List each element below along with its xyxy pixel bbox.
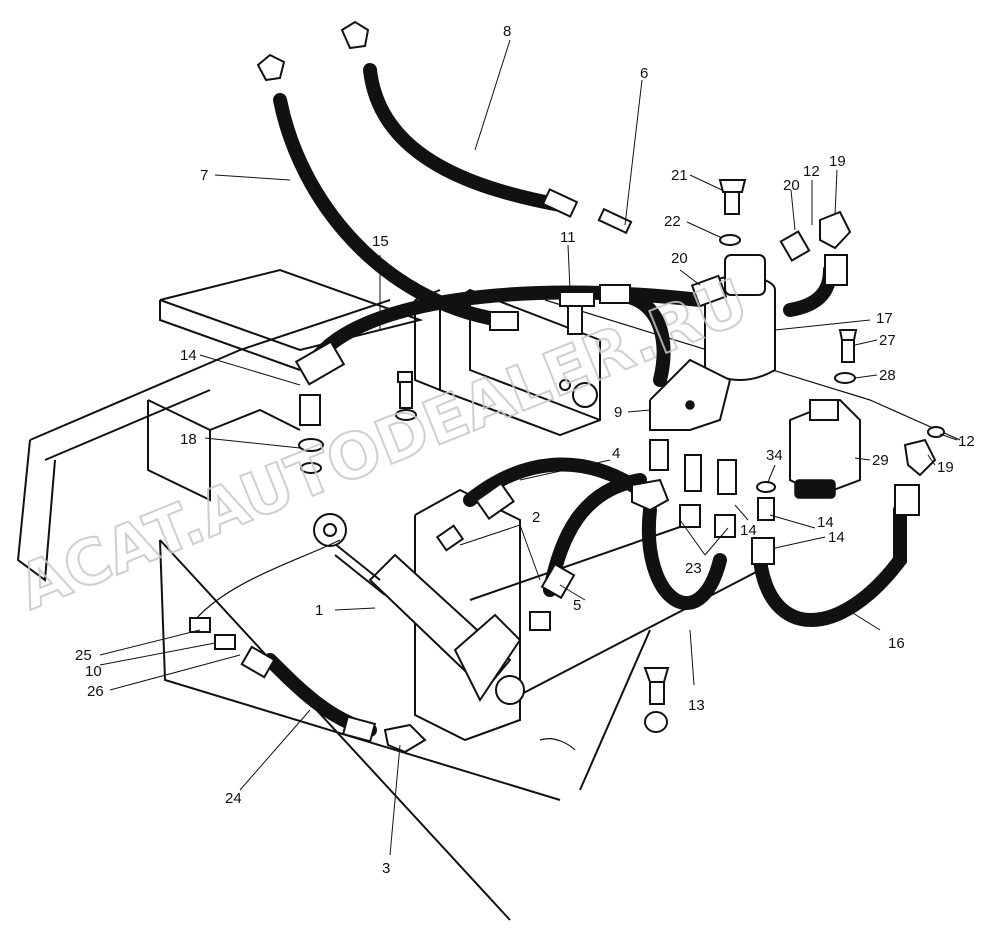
callout-labels: 1 2 3 4 5 6 7 8 9 10 11 12 12 13 14 14 1… bbox=[75, 23, 975, 877]
callout-15: 15 bbox=[372, 233, 389, 250]
callout-14-mid: 14 bbox=[740, 522, 757, 539]
valve-block bbox=[649, 358, 732, 431]
callout-2: 2 bbox=[532, 509, 540, 526]
callout-28: 28 bbox=[879, 367, 896, 384]
filter-cartridge bbox=[789, 398, 861, 499]
callout-22: 22 bbox=[664, 213, 681, 230]
callout-13: 13 bbox=[688, 697, 705, 714]
callout-5: 5 bbox=[573, 597, 581, 614]
pump-assembly bbox=[414, 288, 601, 437]
callout-27: 27 bbox=[879, 332, 896, 349]
callout-12-right: 12 bbox=[958, 433, 975, 450]
callout-4: 4 bbox=[612, 445, 620, 462]
callout-9: 9 bbox=[614, 404, 622, 421]
callout-17: 17 bbox=[876, 310, 893, 327]
callout-20-top: 20 bbox=[783, 177, 800, 194]
callout-26: 26 bbox=[87, 683, 104, 700]
leader-lines bbox=[99, 39, 958, 856]
callout-6: 6 bbox=[640, 65, 648, 82]
callout-12-top: 12 bbox=[803, 163, 820, 180]
callout-23: 23 bbox=[685, 560, 702, 577]
callout-7: 7 bbox=[200, 167, 208, 184]
hydraulic-cylinder bbox=[313, 513, 525, 705]
callout-20-left: 20 bbox=[671, 250, 688, 267]
callout-25: 25 bbox=[75, 647, 92, 664]
callout-19-right: 19 bbox=[937, 459, 954, 476]
callout-21: 21 bbox=[671, 167, 688, 184]
callout-14-right-b: 14 bbox=[828, 529, 845, 546]
chassis-frame bbox=[16, 268, 961, 921]
callout-1: 1 bbox=[315, 602, 323, 619]
callout-18: 18 bbox=[180, 431, 197, 448]
callout-14-left: 14 bbox=[180, 347, 197, 364]
callout-3: 3 bbox=[382, 860, 390, 877]
callout-29: 29 bbox=[872, 452, 889, 469]
callout-19-top: 19 bbox=[829, 153, 846, 170]
callout-34: 34 bbox=[766, 447, 783, 464]
fittings bbox=[189, 20, 945, 754]
callout-14-right-a: 14 bbox=[817, 514, 834, 531]
callout-8: 8 bbox=[503, 23, 511, 40]
callout-10: 10 bbox=[85, 663, 102, 680]
callout-24: 24 bbox=[225, 790, 242, 807]
callout-16: 16 bbox=[888, 635, 905, 652]
callout-11: 11 bbox=[560, 229, 576, 246]
